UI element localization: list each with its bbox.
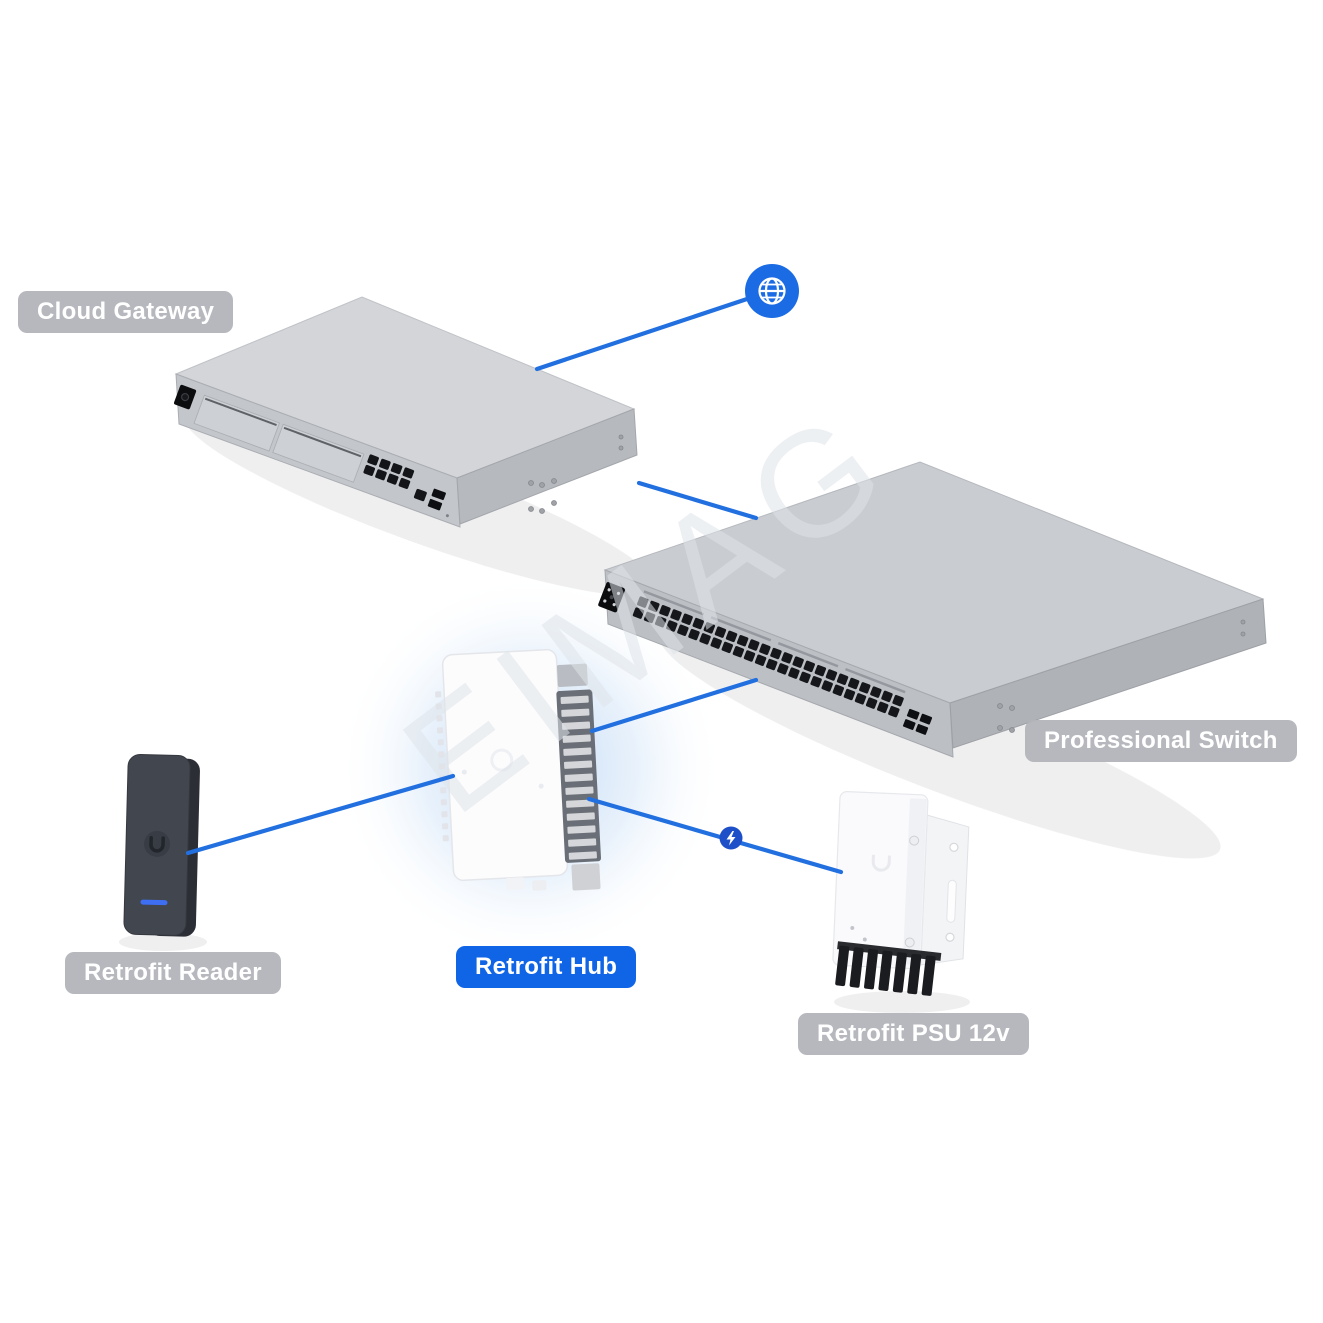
retrofit-psu-device [832, 790, 970, 996]
globe-icon [745, 264, 799, 318]
hub-terminal-cells [560, 695, 597, 860]
switch-sfp-ports [902, 708, 933, 735]
retrofit-reader-device [123, 753, 200, 937]
gateway-front-details [174, 384, 365, 483]
ubiquiti-logo-icon [871, 854, 891, 872]
gateway-ports [363, 454, 449, 518]
professional-switch-label: Professional Switch [1025, 720, 1297, 762]
line-reader-hub [185, 773, 456, 856]
professional-switch-device [598, 461, 1267, 758]
lightning-icon [719, 826, 743, 850]
switch-ports [632, 590, 933, 735]
psu-heatsink-fins [835, 941, 942, 996]
retrofit-psu-label: Retrofit PSU 12v [798, 1013, 1029, 1055]
cloud-gateway-label: Cloud Gateway [18, 291, 234, 333]
retrofit-hub-label: Retrofit Hub [456, 946, 637, 988]
connection-lines [185, 296, 844, 875]
line-gateway-switch [636, 480, 759, 521]
ubiquiti-logo-icon [490, 748, 514, 772]
gateway-screws [528, 434, 624, 514]
line-switch-hub [589, 677, 759, 734]
hub-side-vents [435, 691, 449, 842]
switch-front-panel [598, 582, 626, 613]
cloud-gateway-device [174, 296, 638, 528]
retrofit-hub-device [435, 648, 602, 891]
reader-led-bar [140, 899, 168, 906]
switch-screws [997, 619, 1246, 733]
line-hub-psu [586, 796, 844, 875]
psu-mount-bracket [920, 814, 970, 966]
retrofit-reader-label: Retrofit Reader [65, 952, 281, 994]
line-internet-gateway [534, 296, 750, 372]
